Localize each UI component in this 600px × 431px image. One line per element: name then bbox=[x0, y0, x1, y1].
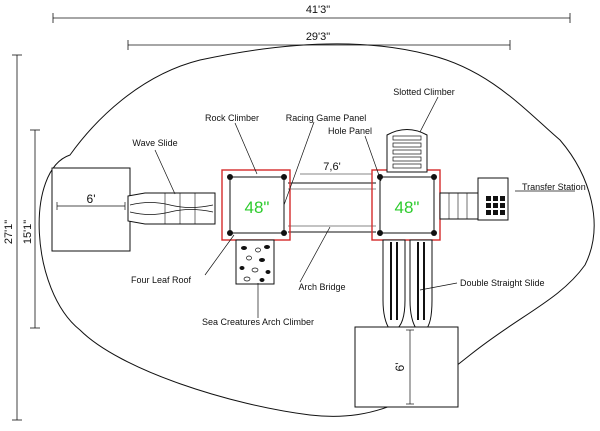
wave-slide bbox=[127, 192, 216, 225]
label-hole-panel: Hole Panel bbox=[328, 126, 372, 136]
label-rock-climber: Rock Climber bbox=[205, 113, 259, 123]
play-width-dimension: 29'3" bbox=[127, 31, 511, 50]
bridge-span-dimension: 7,6' bbox=[323, 161, 340, 173]
label-slotted-climber: Slotted Climber bbox=[393, 87, 455, 97]
safety-zone-outline bbox=[38, 43, 595, 417]
label-sea-creatures-climber: Sea Creatures Arch Climber bbox=[202, 317, 314, 327]
double-straight-slide bbox=[382, 239, 433, 331]
transfer-station bbox=[439, 177, 509, 221]
overall-width-label: 41'3" bbox=[306, 4, 330, 16]
play-depth-label: 15'1" bbox=[22, 220, 34, 244]
leader-lines bbox=[154, 96, 575, 318]
right-deck: 48" bbox=[371, 169, 441, 241]
label-transfer-station: Transfer Station bbox=[522, 182, 586, 192]
overall-width-dimension: 41'3" bbox=[52, 4, 571, 23]
sea-creatures-climber bbox=[235, 239, 275, 285]
label-arch-bridge: Arch Bridge bbox=[298, 282, 345, 292]
arch-bridge bbox=[288, 182, 376, 233]
left-deck-height: 48" bbox=[245, 198, 270, 217]
overall-depth-label: 27'1" bbox=[3, 220, 15, 244]
slotted-climber bbox=[386, 129, 428, 173]
play-depth-dimension: 15'1" bbox=[22, 129, 40, 329]
label-four-leaf-roof: Four Leaf Roof bbox=[131, 275, 192, 285]
left-deck: 48" bbox=[221, 169, 291, 241]
left-runout-pad bbox=[51, 167, 131, 252]
label-double-straight-slide: Double Straight Slide bbox=[460, 278, 545, 288]
left-pad-dimension: 6' bbox=[87, 192, 96, 206]
overall-depth-dimension: 27'1" bbox=[3, 54, 22, 421]
right-deck-height: 48" bbox=[395, 198, 420, 217]
play-width-label: 29'3" bbox=[306, 31, 330, 43]
bottom-runout-pad bbox=[354, 326, 459, 408]
label-racing-game-panel: Racing Game Panel bbox=[286, 113, 367, 123]
bottom-pad-dimension: 6' bbox=[393, 363, 407, 372]
label-wave-slide: Wave Slide bbox=[132, 138, 177, 148]
